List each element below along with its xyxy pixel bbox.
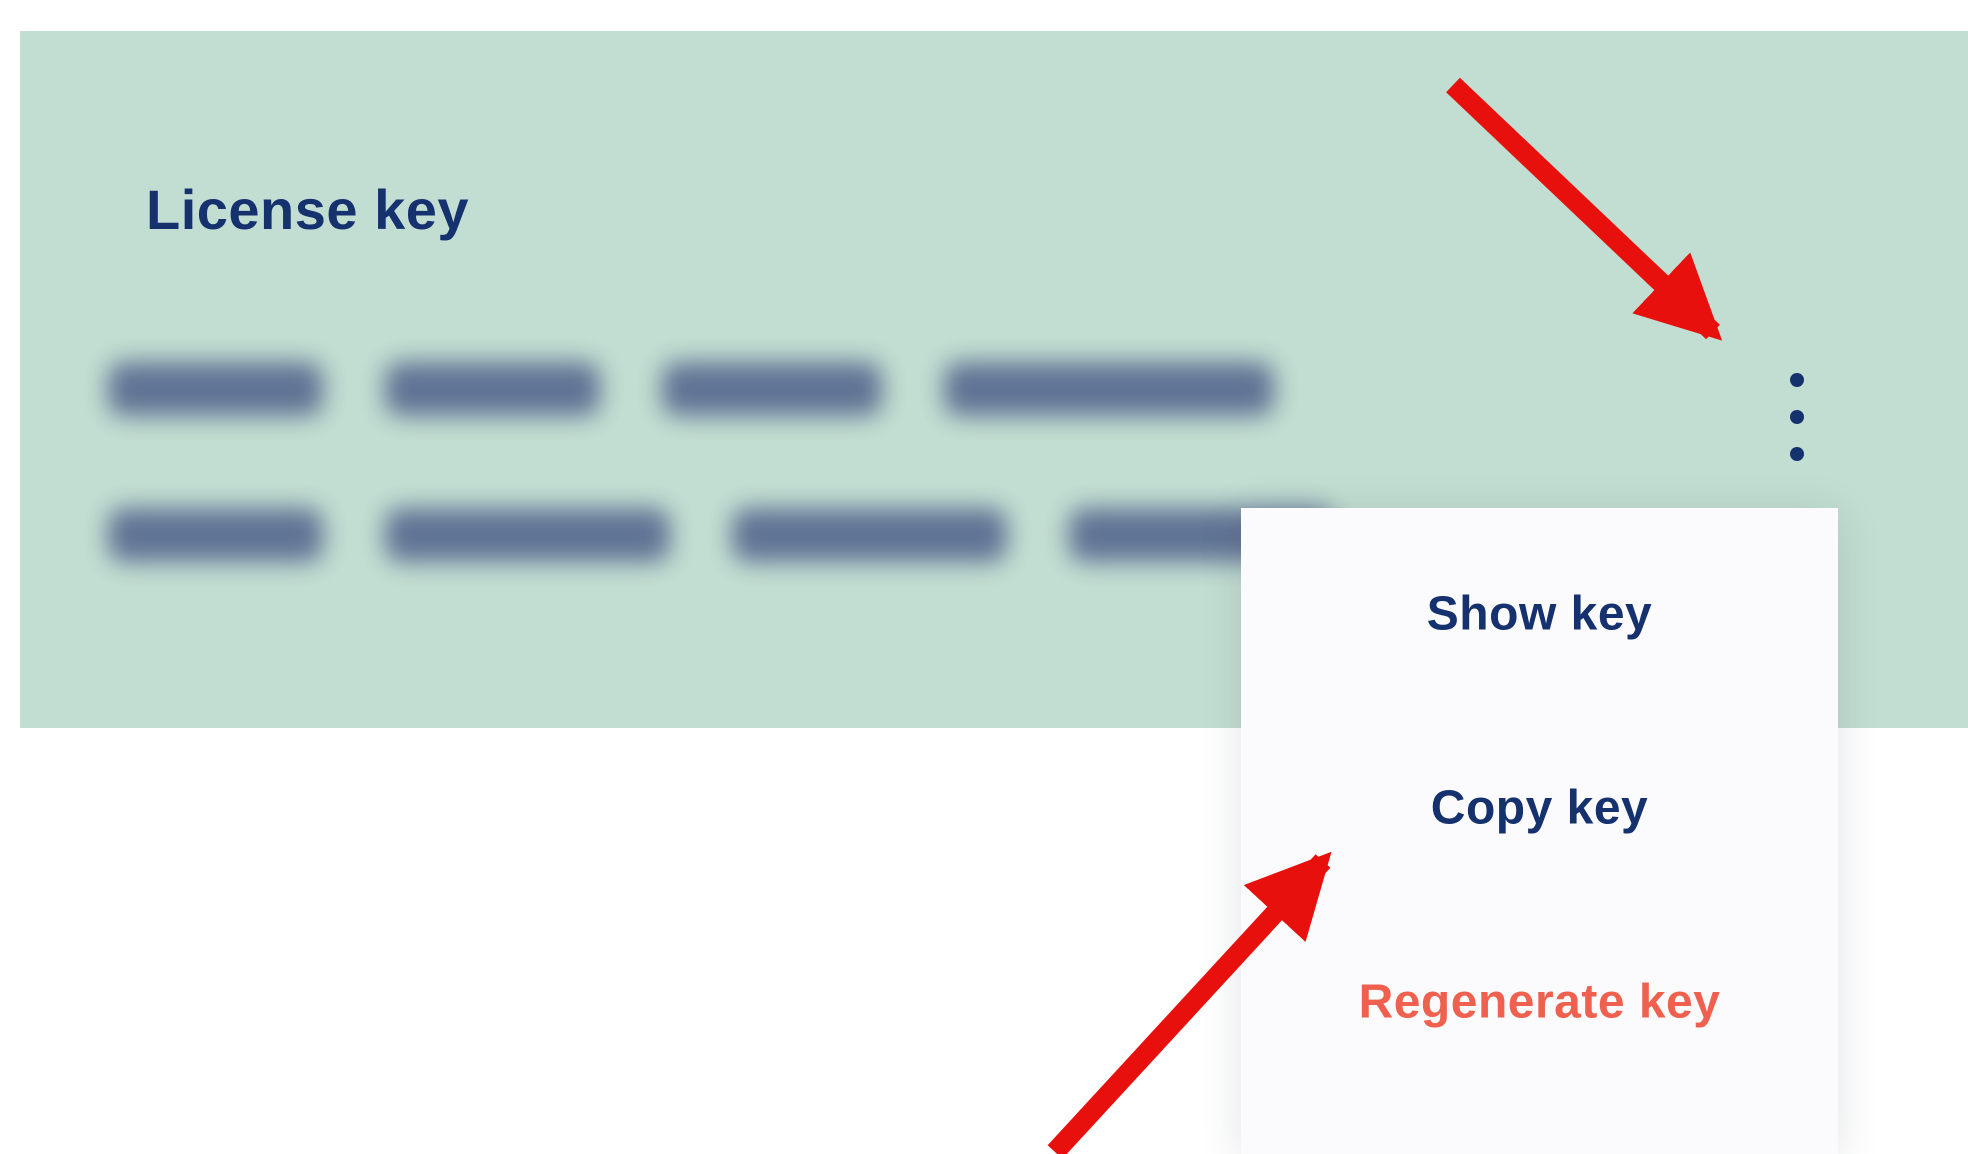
key-options-button[interactable]	[1769, 347, 1825, 487]
redacted-key-segment	[108, 362, 323, 416]
menu-item-copy-key[interactable]: Copy key	[1430, 781, 1649, 835]
menu-item-show-key[interactable]: Show key	[1426, 587, 1653, 641]
vertical-ellipsis-icon	[1790, 410, 1804, 424]
redacted-key-segment	[108, 508, 323, 562]
redacted-key-segment	[385, 508, 670, 562]
license-key-value-row-2	[108, 508, 1334, 562]
redacted-key-segment	[385, 362, 600, 416]
menu-item-regenerate-key[interactable]: Regenerate key	[1358, 975, 1721, 1029]
redacted-key-segment	[732, 508, 1007, 562]
redacted-key-segment	[944, 362, 1274, 416]
redacted-key-segment	[662, 362, 882, 416]
vertical-ellipsis-icon	[1790, 373, 1804, 387]
license-key-value-row-1	[108, 362, 1274, 416]
key-options-dropdown: Show key Copy key Regenerate key	[1241, 508, 1838, 1154]
license-key-title: License key	[146, 178, 470, 241]
vertical-ellipsis-icon	[1790, 447, 1804, 461]
